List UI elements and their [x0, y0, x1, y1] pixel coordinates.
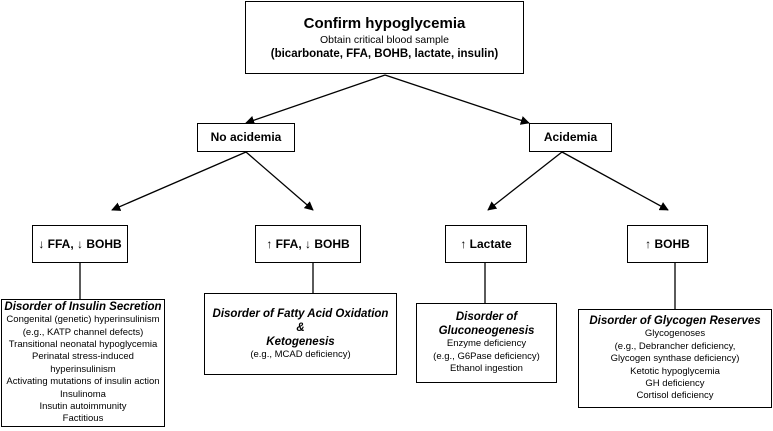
fatty-acid-title-line3: Ketogenesis	[266, 335, 335, 348]
gluconeogenesis-item: (e.g., G6Pase deficiency)	[433, 350, 540, 362]
glycogen-reserves-box: Disorder of Glycogen Reserves Glycogenos…	[578, 309, 772, 408]
arrow-acidemia-to-bohb	[561, 151, 669, 211]
fatty-acid-title-line2: &	[296, 321, 305, 334]
arrow-root-to-no-acidemia	[245, 74, 386, 125]
no-acidemia-label: No acidemia	[210, 130, 282, 144]
arrow-no-acidemia-to-low-ffa	[111, 151, 247, 211]
high-lactate-box: ↑ Lactate	[445, 225, 527, 263]
glycogen-item: Cortisol deficiency	[636, 390, 714, 402]
low-ffa-low-bohb-box: ↓ FFA, ↓ BOHB	[32, 225, 128, 263]
root-subtitle: Obtain critical blood sample	[320, 33, 449, 46]
high-ffa-low-bohb-label: ↑ FFA, ↓ BOHB	[266, 236, 350, 251]
insulin-secretion-title: Disorder of Insulin Secretion	[4, 301, 162, 314]
glycogen-item: (e.g., Debrancher deficiency,	[614, 340, 736, 352]
insulin-item: Factitious	[62, 413, 104, 425]
insulin-secretion-box: Disorder of Insulin Secretion Congenital…	[1, 299, 165, 427]
fatty-acid-item: (e.g., MCAD deficiency)	[250, 348, 351, 360]
glycogen-item: Glycogen synthase deficiency)	[610, 353, 740, 365]
insulin-item: Insulinoma	[60, 388, 106, 400]
acidemia-box: Acidemia	[529, 123, 612, 152]
insulin-item: Insutin autoimmunity	[39, 401, 127, 413]
root-labs: (bicarbonate, FFA, BOHB, lactate, insuli…	[270, 47, 499, 60]
high-ffa-low-bohb-box: ↑ FFA, ↓ BOHB	[255, 225, 361, 263]
arrow-acidemia-to-lactate	[487, 151, 563, 211]
arrow-root-to-acidemia	[384, 74, 530, 125]
insulin-item: Congenital (genetic) hyperinsulinism	[6, 314, 160, 326]
insulin-item: Transitional neonatal hypoglycemia	[8, 338, 158, 350]
fatty-acid-oxidation-box: Disorder of Fatty Acid Oxidation & Ketog…	[204, 293, 397, 375]
root-box: Confirm hypoglycemia Obtain critical blo…	[245, 1, 524, 74]
glycogen-item: GH deficiency	[645, 377, 705, 389]
no-acidemia-box: No acidemia	[197, 123, 295, 152]
low-ffa-low-bohb-label: ↓ FFA, ↓ BOHB	[38, 236, 122, 251]
gluconeogenesis-title-line1: Disorder of	[455, 311, 518, 324]
insulin-item: Perinatal stress-induced hyperinsulinism	[32, 351, 134, 375]
high-lactate-label: ↑ Lactate	[460, 236, 512, 251]
insulin-item: Activating mutations of insulin action	[6, 376, 160, 388]
glycogen-item: Glycogenoses	[644, 328, 706, 340]
gluconeogenesis-box: Disorder of Gluconeogenesis Enzyme defic…	[416, 303, 557, 383]
gluconeogenesis-title-line2: Gluconeogenesis	[438, 325, 535, 338]
gluconeogenesis-item: Ethanol ingestion	[450, 363, 523, 375]
acidemia-label: Acidemia	[543, 130, 598, 144]
root-title: Confirm hypoglycemia	[303, 14, 466, 32]
insulin-item: (e.g., KATP channel defects)	[22, 326, 144, 338]
gluconeogenesis-item: Enzyme deficiency	[446, 338, 527, 350]
arrow-no-acidemia-to-high-ffa	[245, 151, 314, 211]
glycogen-item: Ketotic hypoglycemia	[630, 365, 720, 377]
high-bohb-box: ↑ BOHB	[627, 225, 708, 263]
high-bohb-label: ↑ BOHB	[645, 236, 690, 251]
fatty-acid-title-line1: Disorder of Fatty Acid Oxidation	[212, 307, 389, 320]
glycogen-title: Disorder of Glycogen Reserves	[589, 315, 761, 328]
